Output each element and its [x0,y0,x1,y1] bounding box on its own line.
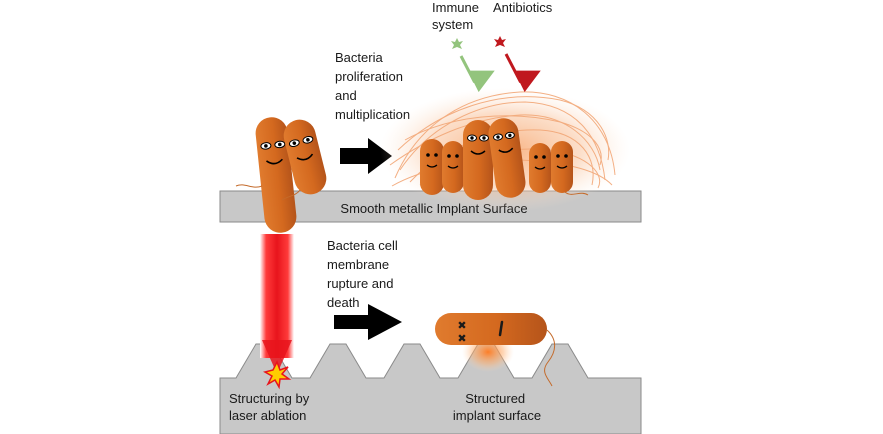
happy-bacterium [488,118,526,198]
proliferation-label: Bacteria proliferation and multiplicatio… [335,50,410,122]
flagellum [235,184,263,188]
flagellum [564,191,589,196]
immune-cell-icon [451,38,463,49]
happy-bacterium [551,141,573,193]
antibiotics-label: Antibiotics [493,0,553,15]
happy-bacterium [529,143,551,193]
proliferation-arrow [340,138,392,174]
svg-text:✖: ✖ [457,319,466,332]
flagellum [544,329,556,387]
immune-attack-arrow [459,55,495,93]
antibiotic-attack-arrow [504,53,541,93]
structured-surface-label: Structured implant surface [453,391,541,423]
laser-spark [263,360,292,390]
svg-text:✖: ✖ [457,332,466,345]
dead-bacterium: ✖ ✖ [435,313,547,345]
immune-system-label: Immune system [432,0,483,32]
antibiotic-icon [494,36,506,47]
rupture-label: Bacteria cell membrane rupture and death [327,238,401,310]
happy-bacterium [283,119,327,195]
laser-focus [262,340,292,374]
rupture-arrow [334,304,402,340]
laser-beam [260,234,294,358]
happy-bacterium [463,120,493,200]
structuring-label: Structuring by laser ablation [229,391,313,423]
flagellum [281,189,301,201]
happy-bacterium [420,139,444,195]
happy-bacterium [442,141,464,193]
